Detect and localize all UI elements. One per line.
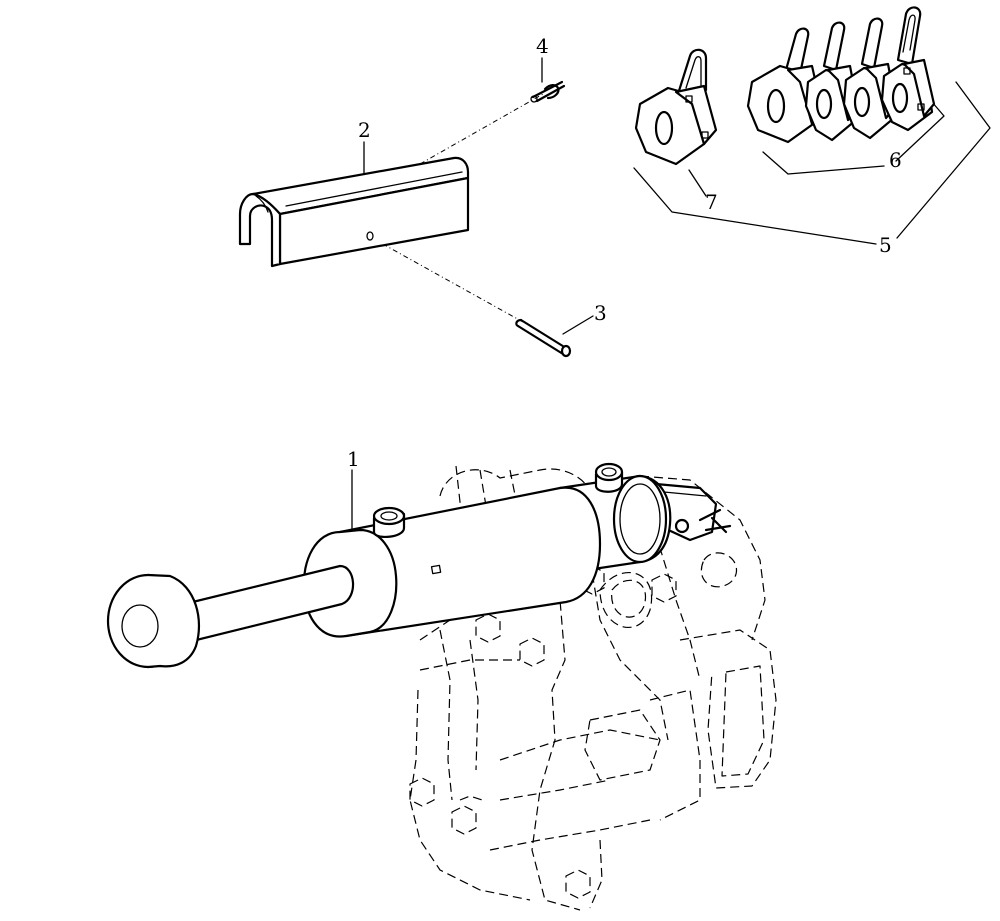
part-1-hydraulic-cylinder [106,462,732,669]
callout-2: 2 [358,118,371,142]
part-2-channel-cover [238,156,470,268]
part-4-clip-pin [530,80,566,103]
alignment-lines [371,93,544,323]
callout-4: 4 [536,34,549,58]
part-3-pin [515,318,572,358]
part-6-clamp-weight-set [746,6,936,144]
leader-lines [351,57,991,533]
callout-6: 6 [889,148,902,172]
callout-7: 7 [705,190,718,214]
callout-5: 5 [879,233,892,257]
part-7-clamp-weight [634,48,718,166]
callout-3: 3 [594,301,607,325]
callout-1: 1 [347,447,360,471]
